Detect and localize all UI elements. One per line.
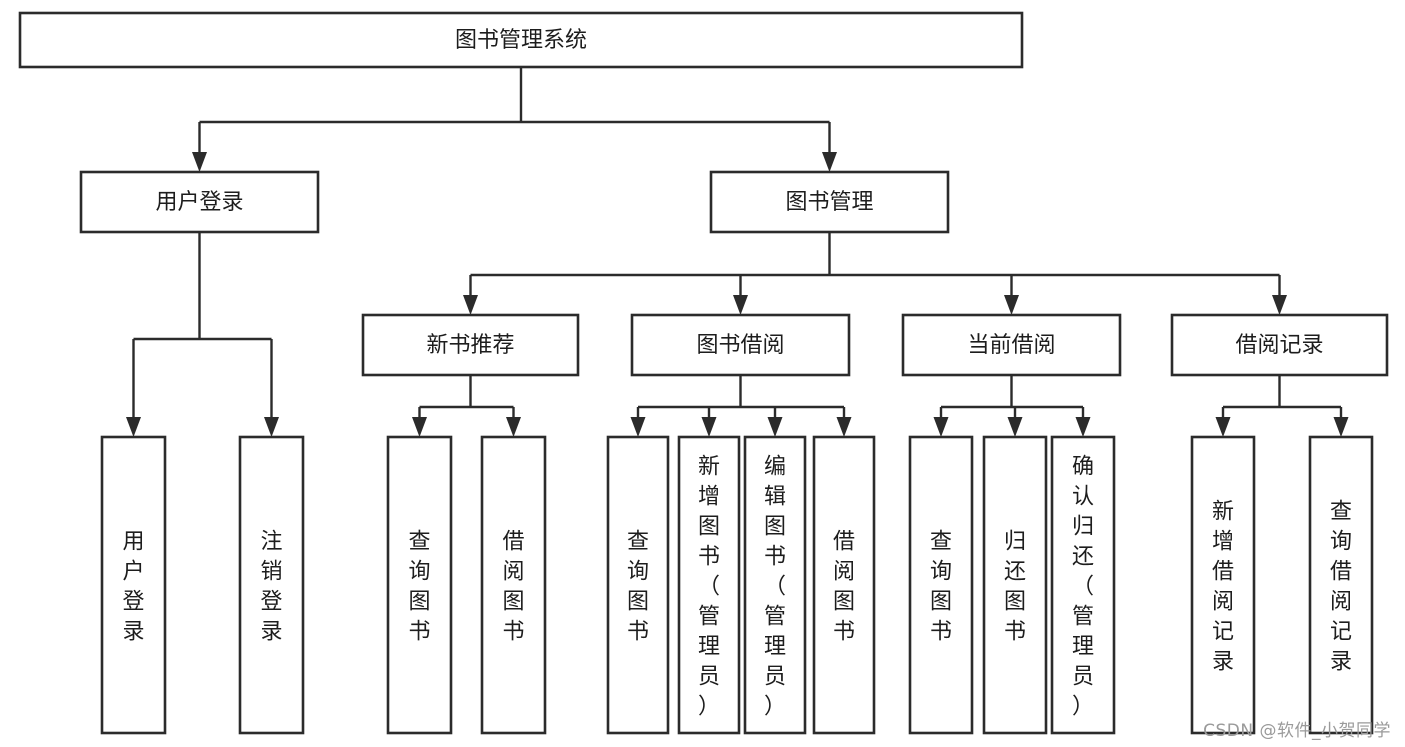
edge-arrowhead	[1007, 417, 1023, 437]
edge-arrowhead	[836, 417, 852, 437]
edge-arrowhead	[1272, 295, 1287, 315]
node-current[interactable]: 当前借阅	[901, 313, 1122, 377]
node-box[interactable]	[677, 435, 741, 735]
node-label: 用户登录	[122, 529, 144, 644]
edge-arrowhead	[1333, 417, 1349, 437]
node-box[interactable]	[1170, 313, 1389, 377]
node-label: 确认归还（管理员）	[1072, 454, 1094, 719]
node-leaf-return-book[interactable]: 归还图书	[982, 435, 1048, 735]
node-bookmgmt[interactable]: 图书管理	[709, 170, 950, 234]
node-label: 查询借阅记录	[1330, 499, 1352, 674]
node-label: 新增图书（管理员）	[698, 454, 720, 719]
edge-arrowhead	[126, 417, 141, 437]
node-label: 图书借阅	[696, 333, 784, 358]
node-box[interactable]	[79, 170, 320, 234]
edges-layer	[126, 67, 1349, 437]
node-leaf-add-record[interactable]: 新增借阅记录	[1190, 435, 1256, 735]
edge-arrowhead	[822, 152, 837, 172]
node-leaf-logout[interactable]: 注销登录	[238, 435, 305, 735]
node-label: 借阅图书	[833, 529, 855, 644]
node-box[interactable]	[386, 435, 453, 735]
node-box[interactable]	[743, 435, 807, 735]
node-label: 借阅图书	[502, 529, 524, 644]
node-box[interactable]	[1050, 435, 1116, 735]
node-label: 查询图书	[627, 529, 649, 644]
node-label: 借阅记录	[1235, 333, 1323, 358]
edge-arrowhead	[1075, 417, 1091, 437]
node-box[interactable]	[812, 435, 876, 735]
node-box[interactable]	[361, 313, 580, 377]
node-record[interactable]: 借阅记录	[1170, 313, 1389, 377]
edge-arrowhead	[463, 295, 478, 315]
node-root[interactable]: 图书管理系统	[18, 11, 1024, 69]
node-label: 归还图书	[1004, 529, 1026, 644]
node-leaf-query-book-1[interactable]: 查询图书	[386, 435, 453, 735]
edge-arrowhead	[630, 417, 646, 437]
node-label: 用户登录	[155, 190, 243, 215]
node-label: 当前借阅	[967, 333, 1055, 358]
node-leaf-borrow-book-2[interactable]: 借阅图书	[812, 435, 876, 735]
node-leaf-confirm-return[interactable]: 确认归还（管理员）	[1050, 435, 1116, 735]
edge-arrowhead	[506, 417, 521, 437]
node-label: 新增借阅记录	[1212, 499, 1234, 674]
node-box[interactable]	[1308, 435, 1374, 735]
node-leaf-query-book-2[interactable]: 查询图书	[606, 435, 670, 735]
node-box[interactable]	[238, 435, 305, 735]
node-label: 查询图书	[408, 529, 430, 644]
node-box[interactable]	[18, 11, 1024, 69]
edge-arrowhead	[192, 152, 207, 172]
edge-arrowhead	[1215, 417, 1231, 437]
node-box[interactable]	[630, 313, 851, 377]
node-label: 图书管理	[785, 190, 873, 215]
node-label: 查询图书	[930, 529, 952, 644]
edge-arrowhead	[733, 295, 748, 315]
nodes-layer: 图书管理系统用户登录图书管理新书推荐图书借阅当前借阅借阅记录用户登录注销登录查询…	[18, 11, 1389, 735]
node-leaf-user-login[interactable]: 用户登录	[100, 435, 167, 735]
node-box[interactable]	[908, 435, 974, 735]
node-box[interactable]	[100, 435, 167, 735]
node-login[interactable]: 用户登录	[79, 170, 320, 234]
node-box[interactable]	[1190, 435, 1256, 735]
watermark-label: CSDN @软件_小贺同学	[1203, 721, 1391, 741]
node-leaf-edit-book[interactable]: 编辑图书（管理员）	[743, 435, 807, 735]
node-leaf-borrow-book-1[interactable]: 借阅图书	[480, 435, 547, 735]
node-newbook[interactable]: 新书推荐	[361, 313, 580, 377]
edge-arrowhead	[412, 417, 427, 437]
node-box[interactable]	[982, 435, 1048, 735]
node-box[interactable]	[709, 170, 950, 234]
edge-arrowhead	[767, 417, 783, 437]
node-label: 图书管理系统	[455, 28, 587, 53]
node-label: 编辑图书（管理员）	[764, 454, 786, 719]
node-label: 注销登录	[260, 529, 282, 644]
node-leaf-query-book-3[interactable]: 查询图书	[908, 435, 974, 735]
node-borrow[interactable]: 图书借阅	[630, 313, 851, 377]
node-leaf-query-record[interactable]: 查询借阅记录	[1308, 435, 1374, 735]
edge-arrowhead	[1004, 295, 1019, 315]
node-box[interactable]	[606, 435, 670, 735]
node-leaf-add-book[interactable]: 新增图书（管理员）	[677, 435, 741, 735]
node-box[interactable]	[901, 313, 1122, 377]
node-box[interactable]	[480, 435, 547, 735]
edge-arrowhead	[264, 417, 279, 437]
node-label: 新书推荐	[426, 333, 514, 358]
edge-arrowhead	[701, 417, 717, 437]
edge-arrowhead	[933, 417, 949, 437]
